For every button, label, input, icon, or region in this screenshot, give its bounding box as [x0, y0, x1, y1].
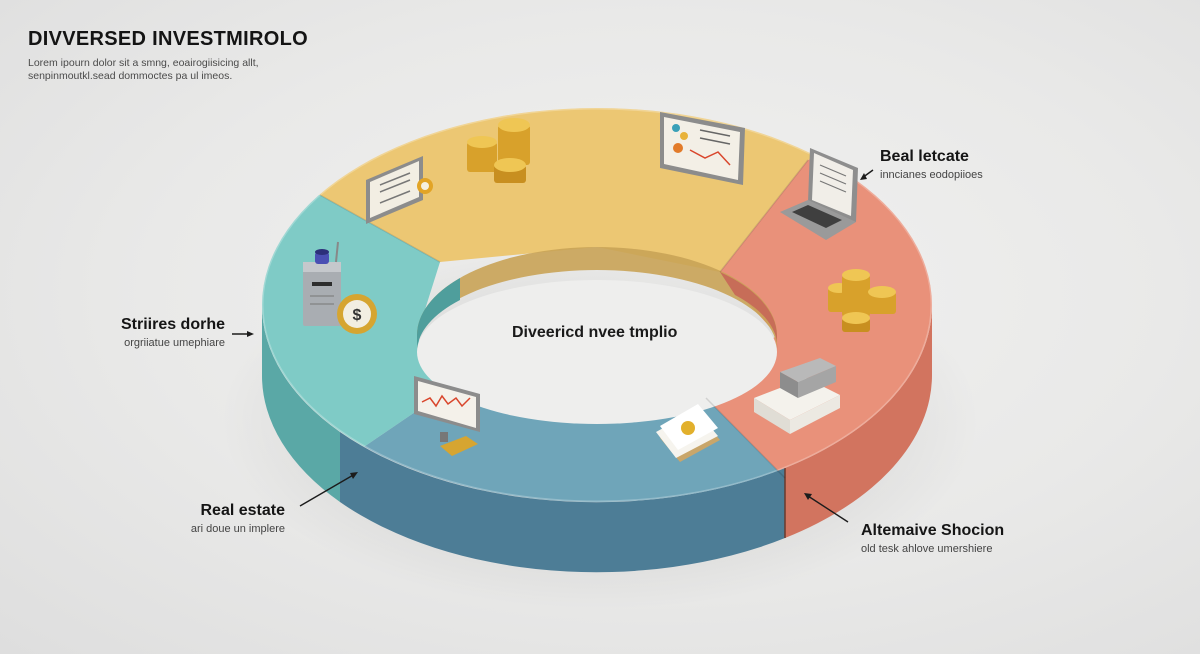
chart-board-icon	[660, 112, 745, 185]
meter-icon	[303, 241, 341, 326]
certificate-icon	[366, 156, 433, 224]
label-title: Striires dorhe	[120, 316, 225, 333]
label-subtitle: orgriiatue umephiare	[124, 337, 225, 349]
monitor-chart-icon	[414, 376, 480, 456]
label-left: Striires dorhe orgriiatue umephiare	[121, 316, 225, 349]
page-subtitle: Lorem ipourn dolor sit a smng, eoairogii…	[28, 57, 328, 83]
segment-left[interactable]	[100, 60, 440, 620]
ring-inner-hole	[417, 247, 778, 424]
subtitle-line-2: senpinmoutkl.sead dommoctes pa ul imeos.	[28, 70, 233, 82]
label-bottom-right: Altemaive Shocion old tesk ahlove umersh…	[861, 522, 1004, 555]
segment-dividers	[319, 159, 809, 479]
svg-text:$: $	[353, 307, 362, 324]
label-bottom-left: Real estate ari doue un implere	[191, 502, 285, 535]
label-subtitle: ari doue un implere	[190, 523, 285, 535]
label-subtitle: old tesk ahlove umershiere	[861, 543, 993, 555]
coin-stack-icon-2	[828, 269, 896, 332]
coin-stack-icon	[467, 118, 530, 183]
label-top-right: Beal letcate inncianes eodopiioes	[880, 148, 983, 181]
subtitle-line-1: Lorem ipourn dolor sit a smng, eoairogii…	[28, 57, 259, 69]
label-title: Beal letcate	[880, 148, 969, 165]
arrow-bottom-left	[299, 473, 356, 507]
page-title: DIVVERSED INVESTMIROLO	[28, 28, 308, 50]
documents-icon	[656, 404, 720, 462]
dollar-coin-icon: $	[337, 294, 377, 334]
header: DIVVERSED INVESTMIROLO Lorem ipourn dolo…	[28, 28, 328, 83]
label-subtitle: inncianes eodopiioes	[880, 169, 983, 181]
label-title: Altemaive Shocion	[861, 522, 1005, 539]
document-printer-icon	[754, 358, 840, 434]
label-title: Real estate	[200, 502, 286, 519]
laptop-icon	[780, 148, 858, 240]
arrowheads	[247, 173, 867, 500]
arrow-bottom-right	[807, 495, 849, 523]
ring-side-wall	[261, 305, 932, 573]
center-hole	[417, 280, 777, 424]
center-label: Diveericd nvee tmplio	[512, 324, 678, 341]
